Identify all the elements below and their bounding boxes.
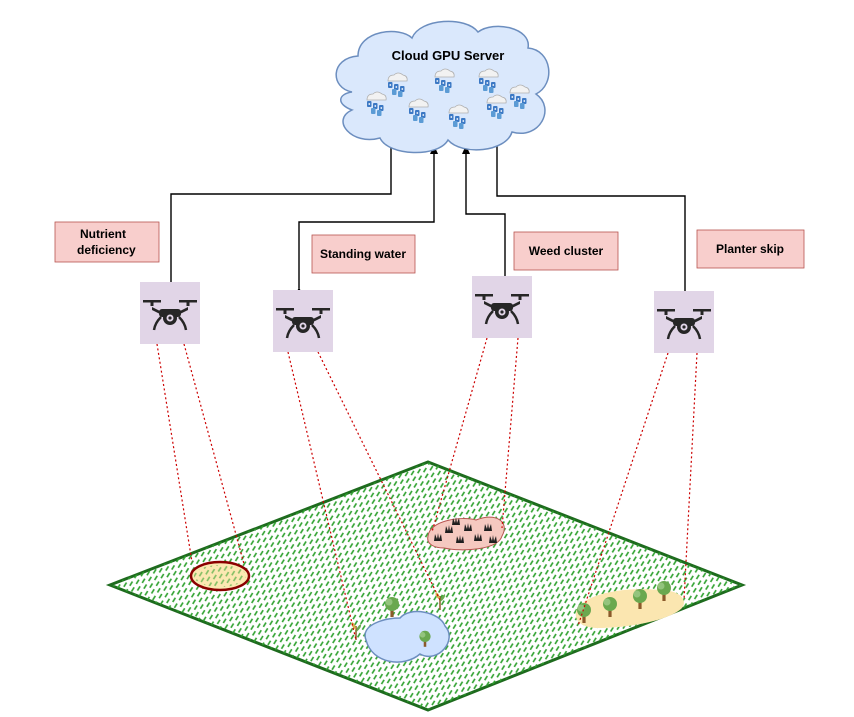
- cloud-title: Cloud GPU Server: [392, 48, 505, 63]
- label-text: deficiency: [77, 243, 136, 257]
- label-standing-water: Standing water: [311, 234, 416, 274]
- cloud-gpu-server: Cloud GPU Server: [335, 20, 550, 154]
- standing-water-patch: [350, 591, 450, 663]
- connector-arrows: [167, 127, 689, 302]
- label-text: Planter skip: [716, 242, 784, 256]
- quadcopter-drone-icon: [271, 288, 335, 354]
- label-weed-cluster: Weed cluster: [513, 231, 619, 271]
- quadcopter-drone-icon: [138, 280, 202, 346]
- nutrient-deficiency-patch: [189, 560, 251, 592]
- quadcopter-drone-icon: [470, 274, 534, 340]
- weed-cluster-patch: [427, 516, 505, 551]
- sight-lines: [156, 337, 698, 641]
- label-nutrient-deficiency: Nutrient deficiency: [54, 221, 160, 263]
- drone-planter: [652, 289, 716, 355]
- label-text: Standing water: [320, 247, 406, 261]
- drone-nutrient: [138, 280, 202, 346]
- label-text: Nutrient: [80, 227, 126, 241]
- quadcopter-drone-icon: [652, 289, 716, 355]
- drone-weed: [470, 274, 534, 340]
- label-planter-skip: Planter skip: [696, 229, 805, 269]
- planter-skip-patch: [575, 581, 684, 628]
- drone-water: [271, 288, 335, 354]
- label-text: Weed cluster: [529, 244, 604, 258]
- farm-field: [105, 460, 747, 712]
